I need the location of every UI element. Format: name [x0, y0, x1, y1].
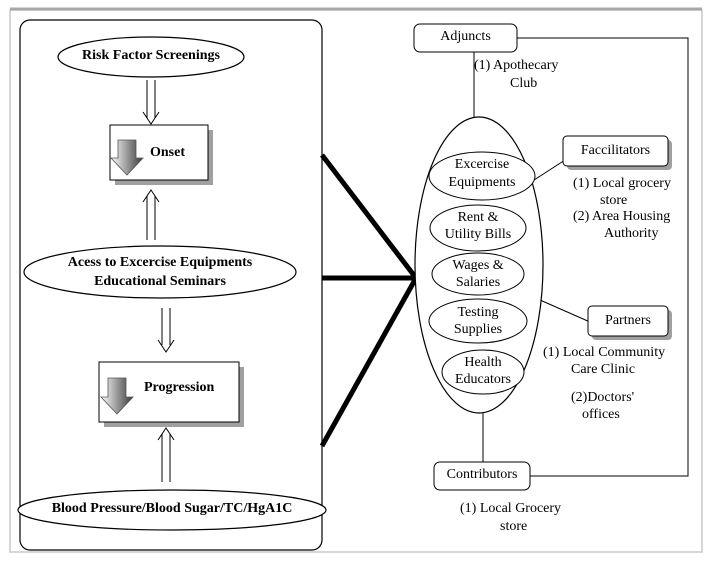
partners-box [587, 305, 669, 337]
facilitators-item-3: (2) Area Housing [573, 209, 671, 224]
resource-5-line1: Health [464, 355, 502, 370]
adjuncts-label: Adjuncts [440, 29, 491, 44]
resource-2-line2: Utility Bills [444, 227, 512, 242]
hollow-arrow-down-2 [157, 308, 175, 353]
resource-ellipse-3 [431, 252, 525, 296]
resource-3-line1: Wages & [452, 258, 504, 273]
partners-item-2: Care Clinic [571, 362, 636, 377]
adjuncts-box [413, 23, 518, 53]
adjuncts-item-2: Club [510, 76, 538, 91]
resource-3-line2: Salaries [455, 275, 501, 290]
partners-item-1: (1) Local Community [543, 345, 666, 360]
access-ellipse [23, 245, 297, 299]
risk-factor-label: Risk Factor Screenings [82, 48, 220, 63]
contributors-label: Contributors [446, 467, 518, 482]
facilitators-item-2: store [600, 193, 628, 208]
facilitators-item-4: Authority [604, 226, 659, 241]
facilitators-item-1: (1) Local grocery [573, 176, 671, 191]
facilitators-box [562, 135, 669, 167]
hollow-arrow-up-1 [142, 189, 160, 240]
resource-4-line2: Supplies [453, 322, 503, 337]
risk-factor-ellipse [57, 36, 245, 78]
resource-2-line1: Rent & [457, 210, 499, 225]
resource-5-line2: Educators [455, 372, 511, 387]
progression-down-arrow-icon [100, 377, 134, 415]
resource-1-line1: Excercise [454, 157, 510, 172]
contributors-item-2: store [500, 519, 528, 534]
blood-label: Blood Pressure/Blood Sugar/TC/HgA1C [51, 501, 293, 516]
onset-label: Onset [150, 145, 185, 160]
resource-4-line1: Testing [457, 305, 499, 320]
resource-ellipse-1 [428, 151, 536, 201]
onset-down-arrow-icon [110, 139, 144, 176]
resource-ellipse-4 [428, 298, 528, 344]
partners-item-4: offices [582, 407, 620, 422]
partners-label: Partners [605, 313, 651, 328]
chevron-connector [319, 153, 419, 448]
contributors-item-1: (1) Local Grocery [460, 501, 562, 516]
partners-item-3: (2)Doctors' [571, 390, 635, 405]
resource-1-line2: Equipments [448, 175, 516, 190]
adjuncts-item-1: (1) Apothecary [474, 58, 559, 73]
contributors-box [433, 461, 531, 491]
facilitators-label: Faccilitators [580, 143, 651, 158]
hollow-arrow-down-1 [142, 80, 160, 125]
blood-ellipse [17, 489, 327, 531]
access-label-line2: Educational Seminars [94, 274, 226, 289]
right-connectors [473, 37, 689, 477]
hollow-arrow-up-2 [157, 427, 175, 482]
resource-ellipse-2 [429, 204, 527, 252]
access-label-line1: Acess to Excercise Equipments [67, 255, 253, 270]
resource-ellipse-5 [441, 349, 525, 395]
progression-label: Progression [144, 380, 215, 395]
